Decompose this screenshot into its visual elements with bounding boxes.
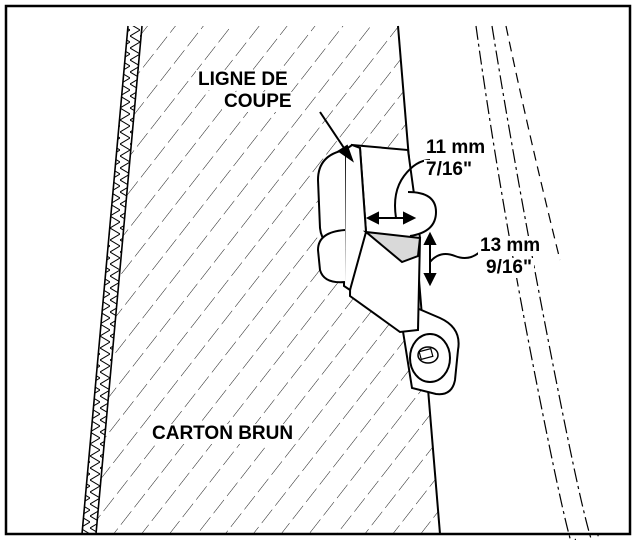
height-in-label: 9/16" (484, 257, 534, 278)
door-edge-lines (475, 25, 599, 545)
width-in-label: 7/16" (424, 159, 474, 180)
sensor-bracket (316, 143, 460, 396)
width-dimension (365, 159, 431, 225)
width-mm-label: 11 mm (424, 137, 488, 158)
cardboard-label: CARTON BRUN (150, 423, 296, 444)
cut-line-label-line2: COUPE (222, 91, 294, 112)
height-mm-label: 13 mm (478, 235, 543, 256)
height-dimension (423, 231, 483, 287)
cut-line-label-line1: LIGNE DE (196, 69, 290, 90)
cut-line-leader (319, 111, 354, 163)
